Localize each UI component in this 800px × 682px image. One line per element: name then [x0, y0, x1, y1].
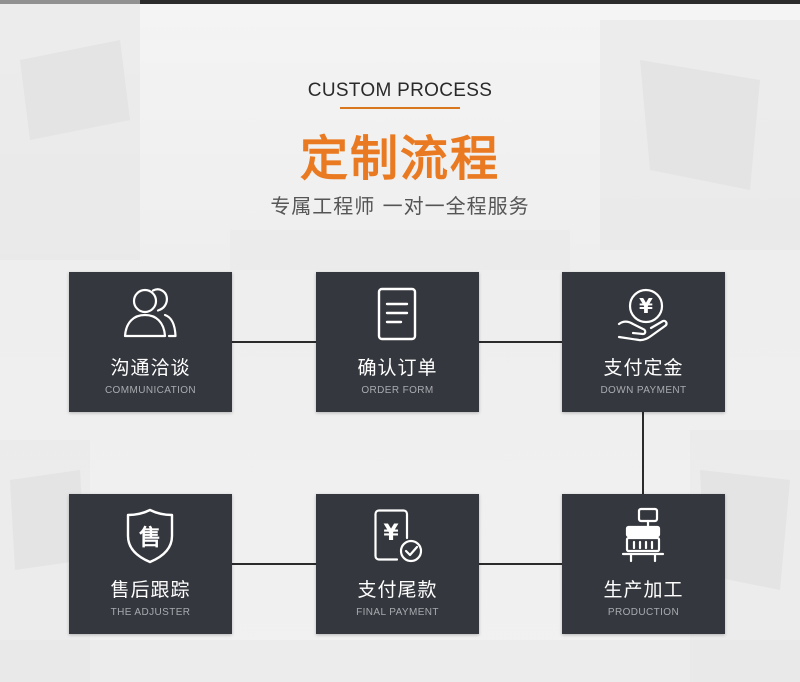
people-icon: [120, 284, 180, 344]
step-label-cn: 支付尾款: [357, 579, 438, 601]
step-label-en: DOWN PAYMENT: [600, 385, 687, 396]
step-label-en: PRODUCTION: [607, 607, 680, 618]
step-label-cn: 生产加工: [603, 579, 684, 601]
title-underline: [340, 107, 460, 109]
step-production-card: 生产加工 PRODUCTION: [562, 494, 725, 634]
hand-coin-icon: ¥: [613, 284, 673, 344]
shield-icon: 售: [120, 506, 180, 566]
step-label-en: FINAL PAYMENT: [356, 607, 439, 618]
machine-icon: [613, 506, 673, 566]
step-label-cn: 支付定金: [603, 357, 684, 379]
step-label-en: COMMUNICATION: [104, 385, 197, 396]
section-subtitle-en: CUSTOM PROCESS: [307, 80, 493, 101]
shield-glyph: 售: [139, 525, 161, 551]
step-down-payment-card: ¥ 支付定金 DOWN PAYMENT: [562, 272, 725, 412]
step-label-cn: 售后跟踪: [110, 579, 191, 601]
tagline: 专属工程师 一对一全程服务: [270, 194, 530, 218]
yen-glyph: ¥: [383, 521, 399, 546]
step-label-en: ORDER FORM: [361, 385, 434, 396]
top-bar: [0, 0, 800, 4]
step-label-cn: 确认订单: [357, 357, 438, 379]
page-title: 定制流程: [299, 131, 500, 187]
step-communication-card: 沟通洽谈 COMMUNICATION: [69, 272, 232, 412]
document-icon: [367, 284, 427, 344]
step-final-payment-card: ¥ 支付尾款 FINAL PAYMENT: [316, 494, 479, 634]
step-order-form-card: 确认订单 ORDER FORM: [316, 272, 479, 412]
step-label-cn: 沟通洽谈: [110, 357, 191, 379]
step-label-en: THE ADJUSTER: [110, 607, 191, 618]
step-after-sales-card: 售 售后跟踪 THE ADJUSTER: [69, 494, 232, 634]
payment-check-icon: ¥: [367, 506, 427, 566]
yen-glyph: ¥: [639, 294, 653, 318]
